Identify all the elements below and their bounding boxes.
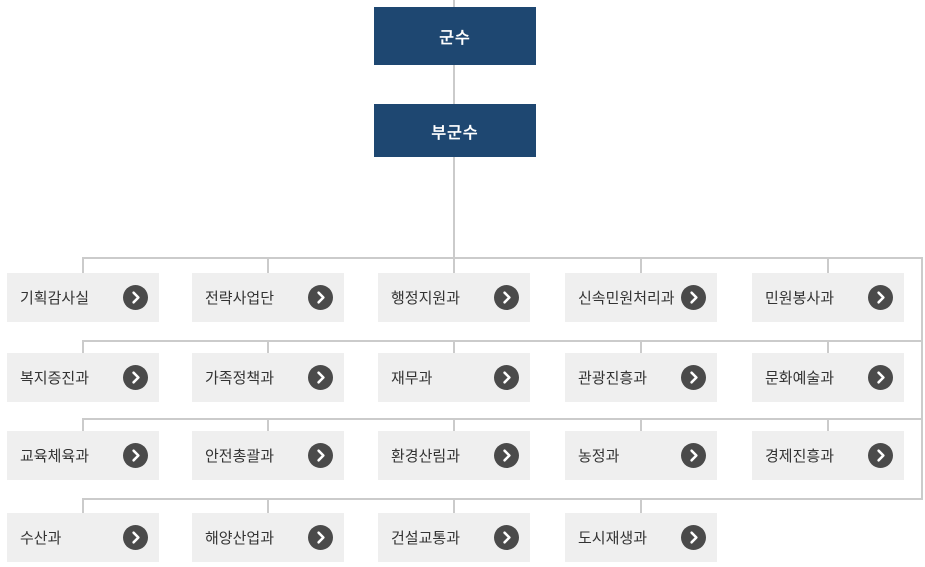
- chevron-right-icon: [494, 443, 519, 468]
- chevron-right-icon: [123, 525, 148, 550]
- department-box[interactable]: 행정지원과: [378, 273, 530, 322]
- department-label: 해양산업과: [205, 530, 275, 547]
- connector-line: [453, 418, 455, 431]
- connector-line: [827, 418, 829, 431]
- connector-line: [640, 340, 642, 353]
- connector-line: [82, 498, 923, 500]
- chevron-right-icon: [308, 525, 333, 550]
- chevron-right-icon: [868, 443, 893, 468]
- connector-line: [82, 498, 84, 513]
- department-box[interactable]: 교육체육과: [7, 431, 159, 480]
- department-label: 농정과: [578, 448, 620, 465]
- connector-line: [827, 257, 829, 273]
- department-box[interactable]: 농정과: [565, 431, 717, 480]
- department-label: 건설교통과: [391, 530, 461, 547]
- department-label: 수산과: [20, 530, 62, 547]
- connector-line: [82, 418, 84, 431]
- chevron-right-icon: [123, 285, 148, 310]
- chevron-right-icon: [308, 285, 333, 310]
- department-box[interactable]: 도시재생과: [565, 513, 717, 562]
- department-label: 신속민원처리과: [578, 290, 675, 307]
- node-governor: 군수: [374, 7, 536, 65]
- connector-line: [640, 498, 642, 513]
- department-box[interactable]: 민원봉사과: [752, 273, 904, 322]
- node-deputy-governor: 부군수: [374, 104, 536, 157]
- connector-line: [82, 340, 923, 342]
- department-box[interactable]: 가족정책과: [192, 353, 344, 402]
- chevron-right-icon: [681, 525, 706, 550]
- department-label: 경제진흥과: [765, 448, 835, 465]
- department-box[interactable]: 관광진흥과: [565, 353, 717, 402]
- chevron-right-icon: [681, 443, 706, 468]
- connector-line: [267, 418, 269, 431]
- node-deputy-governor-label: 부군수: [431, 124, 479, 142]
- chevron-right-icon: [681, 365, 706, 390]
- department-label: 복지증진과: [20, 370, 90, 387]
- chevron-right-icon: [868, 365, 893, 390]
- department-box[interactable]: 문화예술과: [752, 353, 904, 402]
- chevron-right-icon: [681, 285, 706, 310]
- department-box[interactable]: 재무과: [378, 353, 530, 402]
- department-box[interactable]: 경제진흥과: [752, 431, 904, 480]
- department-box[interactable]: 기획감사실: [7, 273, 159, 322]
- connector-line: [453, 340, 455, 353]
- department-box[interactable]: 전략사업단: [192, 273, 344, 322]
- department-box[interactable]: 복지증진과: [7, 353, 159, 402]
- chevron-right-icon: [494, 285, 519, 310]
- department-label: 환경산림과: [391, 448, 461, 465]
- department-box[interactable]: 건설교통과: [378, 513, 530, 562]
- connector-line: [453, 498, 455, 513]
- connector-line: [82, 418, 923, 420]
- connector-line: [453, 257, 455, 273]
- department-label: 재무과: [391, 370, 433, 387]
- department-label: 도시재생과: [578, 530, 648, 547]
- chevron-right-icon: [308, 365, 333, 390]
- connector-line: [267, 340, 269, 353]
- connector-line: [827, 340, 829, 353]
- department-box[interactable]: 해양산업과: [192, 513, 344, 562]
- department-label: 전략사업단: [205, 290, 275, 307]
- department-box[interactable]: 신속민원처리과: [565, 273, 717, 322]
- department-label: 민원봉사과: [765, 290, 835, 307]
- department-label: 행정지원과: [391, 290, 461, 307]
- chevron-right-icon: [868, 285, 893, 310]
- connector-line: [82, 257, 923, 259]
- department-box[interactable]: 수산과: [7, 513, 159, 562]
- department-label: 안전총괄과: [205, 448, 275, 465]
- department-label: 기획감사실: [20, 290, 90, 307]
- department-box[interactable]: 환경산림과: [378, 431, 530, 480]
- chevron-right-icon: [494, 525, 519, 550]
- connector-line: [82, 340, 84, 353]
- connector-line: [267, 257, 269, 273]
- department-label: 관광진흥과: [578, 370, 648, 387]
- chevron-right-icon: [494, 365, 519, 390]
- chevron-right-icon: [123, 365, 148, 390]
- connector-line: [82, 257, 84, 273]
- department-box[interactable]: 안전총괄과: [192, 431, 344, 480]
- connector-line: [640, 418, 642, 431]
- chevron-right-icon: [308, 443, 333, 468]
- node-governor-label: 군수: [439, 30, 471, 47]
- connector-line: [267, 498, 269, 513]
- department-label: 문화예술과: [765, 370, 835, 387]
- connector-line: [921, 257, 923, 500]
- department-label: 교육체육과: [20, 448, 90, 465]
- department-label: 가족정책과: [205, 370, 275, 387]
- chevron-right-icon: [123, 443, 148, 468]
- connector-line: [640, 257, 642, 273]
